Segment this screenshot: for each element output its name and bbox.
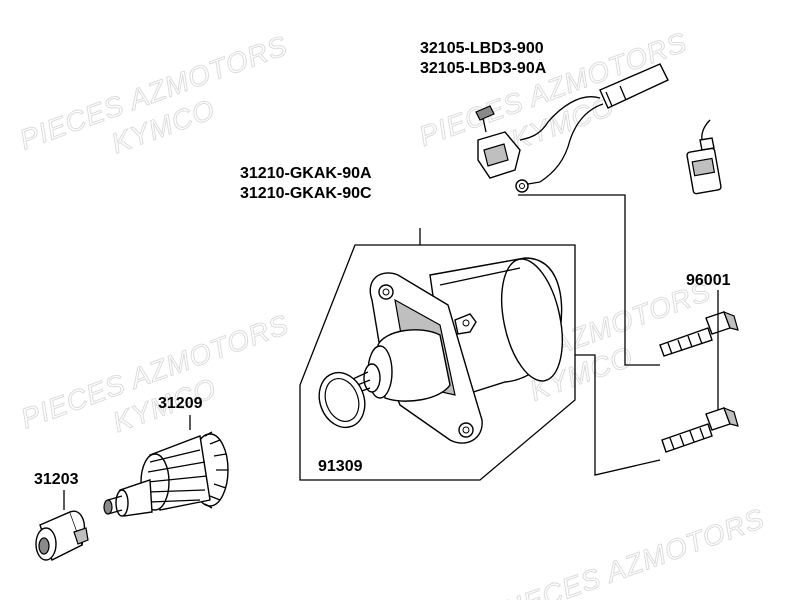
starter-drive — [103, 431, 229, 517]
callout-oring: 91309 — [318, 458, 363, 475]
harness-clip — [475, 105, 495, 133]
o-ring — [318, 371, 366, 429]
callout-drive: 31209 — [158, 395, 203, 412]
leader-harness-to-bolt — [518, 194, 660, 366]
callout-motor-b: 31210-GKAK-90C — [240, 185, 372, 202]
callout-harness-b: 32105-LBD3-90A — [420, 60, 547, 77]
harness-sleeve — [599, 63, 669, 109]
bolt-lower — [661, 406, 739, 453]
callout-harness-a: 32105-LBD3-900 — [420, 40, 544, 57]
starter-motor — [335, 257, 563, 444]
motor-group-frame — [299, 244, 576, 481]
end-cap — [35, 510, 89, 561]
watermark-text: PIECES AZMOTORS — [493, 503, 769, 600]
bolt-upper — [659, 310, 739, 357]
callout-motor-a: 31210-GKAK-90A — [240, 165, 372, 182]
callout-bolt: 96001 — [686, 272, 731, 289]
leader-motor-to-bolt — [575, 354, 661, 476]
wiring-harness — [475, 44, 774, 195]
callout-cap: 31203 — [34, 471, 79, 488]
